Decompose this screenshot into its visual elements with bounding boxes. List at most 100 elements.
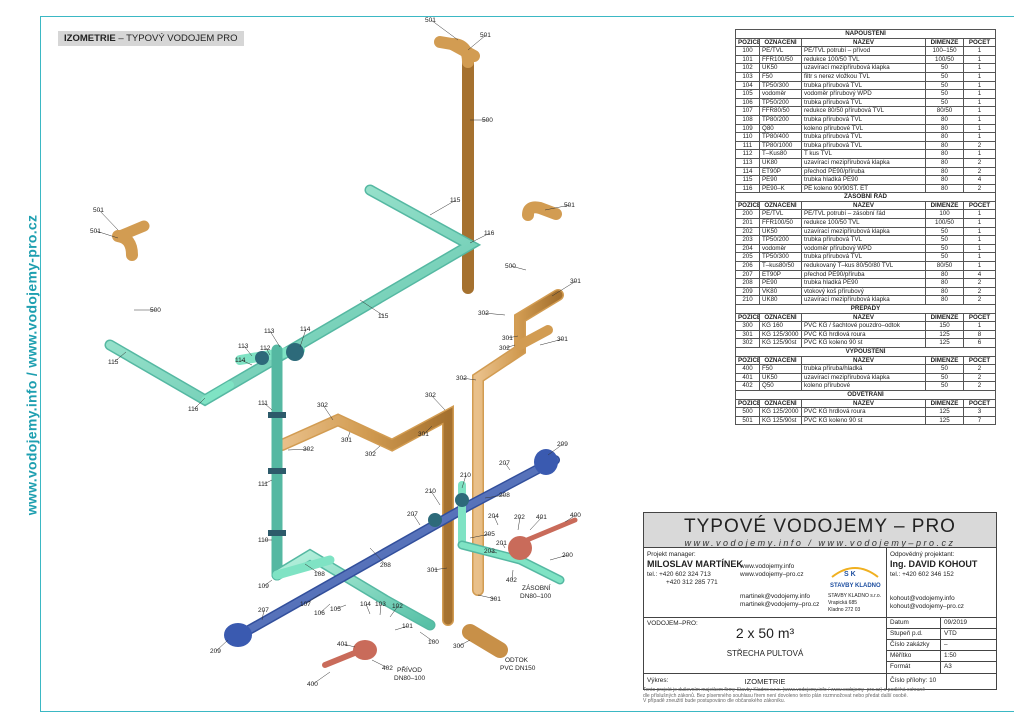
leader-line bbox=[412, 513, 421, 526]
bom-cell: PVC KG hrdlová roura bbox=[801, 407, 926, 417]
bom-cell: 2 bbox=[962, 166, 997, 177]
bom-header-cell: POČET bbox=[962, 312, 997, 323]
bom-cell: 203 bbox=[735, 235, 760, 245]
volume: 2 x 50 m³ bbox=[735, 625, 795, 641]
part-label: 402 bbox=[382, 665, 393, 672]
meta-value: A3 bbox=[944, 663, 952, 670]
part-label: 116 bbox=[484, 230, 495, 237]
drain-pipes bbox=[322, 517, 578, 668]
bom-cell: 109 bbox=[735, 123, 760, 134]
bom-cell: 105 bbox=[735, 89, 760, 99]
bom-cell: 201 bbox=[735, 218, 760, 228]
bom-cell: ET90P bbox=[759, 166, 802, 177]
bom-section-label: ODVĚTRÁNÍ bbox=[734, 389, 997, 400]
frame-left-line bbox=[40, 16, 41, 712]
bom-cell: koleno přírubové TVL bbox=[801, 123, 926, 134]
bom-cell: 7 bbox=[962, 415, 997, 426]
leader-line bbox=[113, 351, 127, 363]
resp-tel: tel.: +420 602 346 152 bbox=[890, 571, 954, 578]
bom-cell: T–kus80/50 bbox=[759, 261, 802, 271]
bom-cell: 2 bbox=[962, 372, 997, 383]
leader-line bbox=[469, 533, 491, 539]
bom-cell: uzavírací mezipřírubová klapka bbox=[801, 295, 926, 305]
leader-line bbox=[305, 593, 321, 605]
part-label: 301 bbox=[502, 335, 513, 342]
attachment-number: Číslo přílohy: 10 bbox=[890, 677, 937, 684]
bom-cell: 80 bbox=[925, 132, 964, 142]
company-line2: Vrapická 685 bbox=[828, 600, 857, 606]
leader-line bbox=[371, 659, 389, 669]
bom-cell: 125 bbox=[925, 338, 964, 348]
part-label: 112 bbox=[260, 345, 271, 352]
bom-cell: 2 bbox=[962, 364, 997, 374]
leader-line bbox=[504, 344, 516, 349]
bom-cell: 50 bbox=[925, 63, 964, 73]
bom-cell: 402 bbox=[735, 381, 760, 391]
bom-cell: 1 bbox=[962, 261, 997, 271]
leader-line bbox=[342, 643, 356, 648]
bom-cell: 102 bbox=[735, 63, 760, 73]
bom-cell: 2 bbox=[962, 183, 997, 194]
leader-line bbox=[263, 579, 273, 587]
bom-cell: 125 bbox=[925, 407, 964, 417]
bom-cell: 116 bbox=[735, 183, 760, 194]
bom-cell: TP50/300 bbox=[759, 80, 802, 91]
bom-cell: 80 bbox=[925, 183, 964, 194]
bom-header-cell: POČET bbox=[962, 398, 997, 409]
bom-header-cell: DIMENZE bbox=[925, 37, 964, 48]
bom-cell: 50 bbox=[925, 364, 964, 374]
meta-value: 1:50 bbox=[944, 652, 957, 659]
part-label: 302 bbox=[365, 451, 376, 458]
bom-cell: 209 bbox=[735, 286, 760, 297]
bom-section-title: PŘEPADY bbox=[734, 304, 997, 314]
bom-cell: trubka přírubová TVL bbox=[801, 114, 926, 125]
bom-cell: trubka příruba/hladká bbox=[801, 364, 926, 374]
leader-line bbox=[501, 542, 506, 549]
bom-cell: 100/50 bbox=[925, 54, 964, 65]
bom-header-cell: DIMENZE bbox=[925, 398, 964, 409]
bom-cell: FFR100/50 bbox=[759, 54, 802, 65]
bom-cell: 113 bbox=[735, 157, 760, 168]
meta-value: VTD bbox=[944, 630, 957, 637]
part-label: 302 bbox=[303, 446, 314, 453]
part-label: 401 bbox=[337, 641, 348, 648]
leader-line bbox=[493, 515, 499, 526]
part-label: 113 bbox=[264, 328, 275, 335]
bom-header-cell: OZNAČENÍ bbox=[759, 37, 802, 48]
leader-line bbox=[461, 474, 467, 489]
web2: www.vodojemy–pro.cz bbox=[740, 571, 804, 578]
part-label: 300 bbox=[453, 643, 464, 650]
leader-line bbox=[287, 448, 310, 451]
web1: www.vodojemy.info bbox=[740, 563, 795, 570]
leader-line bbox=[430, 394, 446, 411]
bom-cell: TP50/200 bbox=[759, 235, 802, 245]
bom-section-title: VYPOUŠTĚNÍ bbox=[734, 346, 997, 357]
bom-cell: 210 bbox=[735, 295, 760, 305]
bom-cell: KG 125/2000 bbox=[759, 407, 802, 417]
bom-cell: 1 bbox=[962, 252, 997, 263]
leader-line bbox=[511, 569, 514, 581]
bom-cell: 115 bbox=[735, 175, 760, 185]
copyright-line1: Tento projekt je duševním majetkem firmy… bbox=[643, 687, 925, 693]
bom-cell: 4 bbox=[962, 269, 997, 280]
bom-cell: 501 bbox=[735, 415, 760, 426]
part-label: 101 bbox=[402, 623, 413, 630]
bom-cell: 80 bbox=[925, 175, 964, 185]
bom-section-label: ZÁSOBNÍ ŘÁD bbox=[734, 192, 997, 202]
bom-cell: filtr s nerez vložkou TVL bbox=[801, 71, 926, 82]
part-label: 201 bbox=[496, 540, 507, 547]
leader-line bbox=[489, 550, 498, 554]
bom-cell: 1 bbox=[962, 235, 997, 245]
supply-pipes bbox=[224, 449, 565, 647]
part-label: 301 bbox=[490, 596, 501, 603]
bom-cell: 80/50 bbox=[925, 106, 964, 116]
part-label: 106 bbox=[314, 610, 325, 617]
bom-cell: 204 bbox=[735, 243, 760, 254]
bom-header-cell: POZICE bbox=[735, 398, 760, 409]
bom-cell: PE90 bbox=[759, 175, 802, 185]
